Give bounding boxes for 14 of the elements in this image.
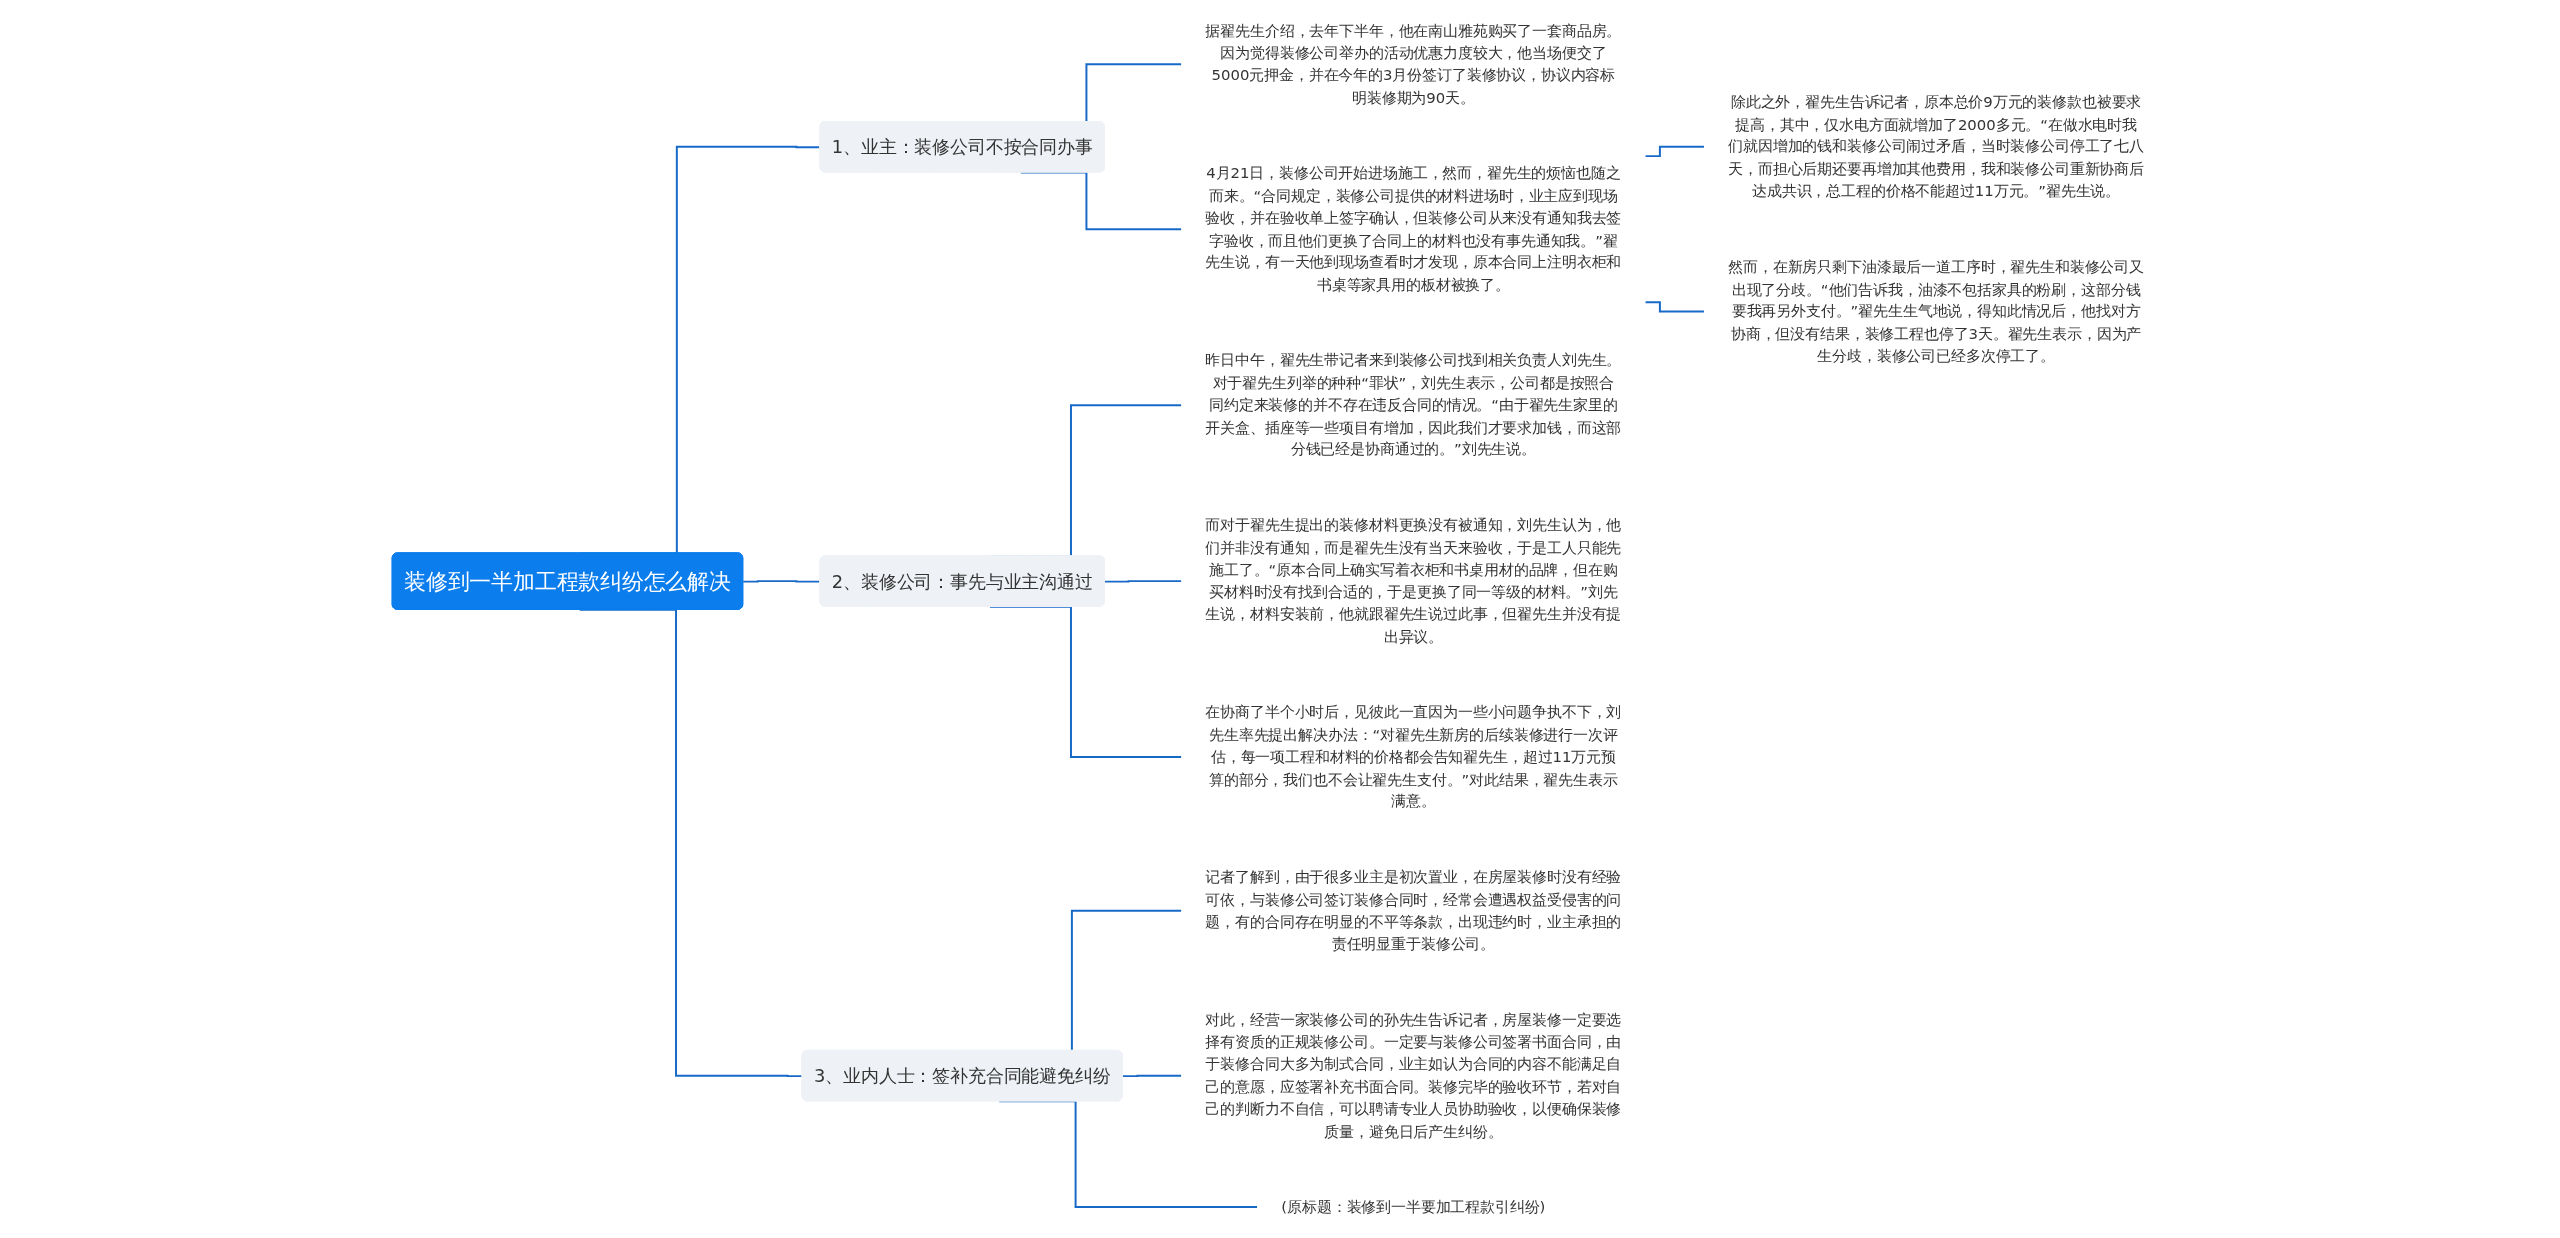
node-text: 而对于翟先生提出的装修材料更换没有被通知，刘先生认为，他们并非没有通知，而是翟先生没有当天来验收，于是工人只能先施工了。“原本合同上确实写着衣柜和书桌用材的品牌，但在购买材料时没有找到合适的，于是更换了同一等级的材料。”刘先生说，材料安装前，他就跟翟先生说过此事，但翟先生并没有提出异议。 bbox=[1205, 516, 1622, 646]
node-text: 昨日中午，翟先生带记者来到装修公司找到相关负责人刘先生。对于翟先生列举的种种“罪状”，刘先生表示，公司都是按照合同约定来装修的并不存在违反合同的情况。“由于翟先生家里的开关盒、插座等一些项目有增加，因此我们才要求加钱，而这部分钱已经是协商通过的。”刘先生说。 bbox=[1205, 351, 1622, 459]
node-text: 4月21日，装修公司开始进场施工，然而，翟先生的烦恼也随之而来。“合同规定，装修公司提供的材料进场时，业主应到现场验收，并在验收单上签字确认，但装修公司从来没有通知我去签字验收，而且他们更换了合同上的材料也没有事先通知我。”翟先生说，有一天他到现场查看时才发现，原本合同上注明衣柜和书桌等家具用的板材被换了。 bbox=[1205, 164, 1622, 294]
node-text: (原标题：装修到一半要加工程款引纠纷) bbox=[1281, 1197, 1546, 1216]
connector bbox=[1644, 145, 1706, 158]
node-text: 对此，经营一家装修公司的孙先生告诉记者，房屋装修一定要选择有资质的正规装修公司。一定要与装修公司签署书面合同，由于装修合同大多为制式合同，业主如认为合同的内容不能满足自己的意愿，应签署补充书面合同。装修完毕的验收环节，若对自己的判断力不自信，可以聘请专业人员协助验收，以便确保装修质量，避免日后产生纠纷。 bbox=[1205, 1010, 1622, 1140]
node-text: 记者了解到，由于很多业主是初次置业，在房屋装修时没有经验可依，与装修公司签订装修合同时，经常会遭遇权益受侵害的问题，有的合同存在明显的不平等条款，出现违约时，业主承担的责任明显重于装修公司。 bbox=[1205, 868, 1622, 953]
node-text: 据翟先生介绍，去年下半年，他在南山雅苑购买了一套商品房。因为觉得装修公司举办的活动优惠力度较大，他当场便交了5000元押金，并在今年的3月份签订了装修协议，协议内容标明装修期为90天。 bbox=[1205, 21, 1622, 107]
connector bbox=[1644, 301, 1706, 313]
node-text: 然而，在新房只剩下油漆最后一道工序时，翟先生和装修公司又出现了分歧。“他们告诉我，油漆不包括家具的粉刷，这部分钱要我再另外支付。”翟先生生气地说，得知此情况后，他找对方协商，但没有结果，装修工程也停了3天。翟先生表示，因为产生分歧，装修公司已经多次停工了。 bbox=[1728, 257, 2144, 365]
node-text: 除此之外，翟先生告诉记者，原本总价9万元的装修款也被要求提高，其中，仅水电方面就增加了2000多元。“在做水电时我们就因增加的钱和装修公司闹过矛盾，当时装修公司停工了七八天，而担心后期还要再增加其他费用，我和装修公司重新协商后达成共识，总工程的价格不能超过11万元。”翟先生说。 bbox=[1728, 93, 2144, 200]
connector bbox=[1104, 580, 1183, 583]
connector bbox=[1121, 1074, 1183, 1078]
node-text: 在协商了半个小时后，见彼此一直因为一些小问题争执不下，刘先生率先提出解决办法：“对翟先生新房的后续装修进行一次评估，每一项工程和材料的价格都会告知翟先生，超过11万元预算的部分，我们也不会让翟先生支付。”对此结果，翟先生表示满意。 bbox=[1205, 703, 1622, 811]
